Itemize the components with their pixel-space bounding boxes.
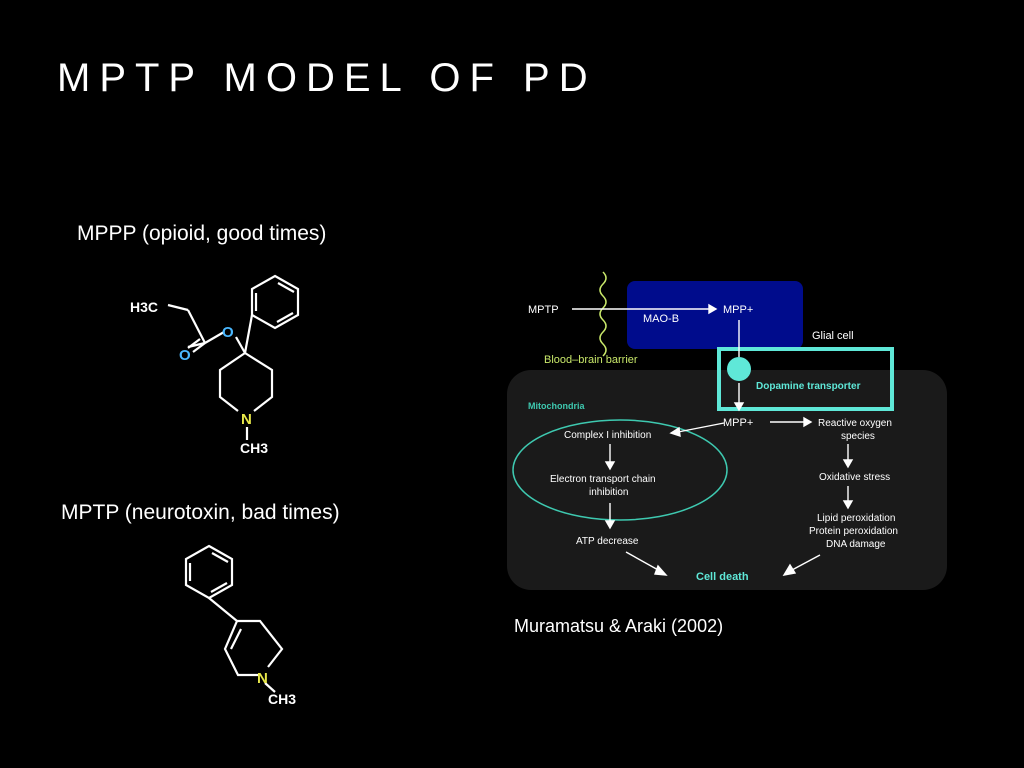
mitochondria-ellipse (512, 419, 728, 521)
node-damage-1: Lipid peroxidation (817, 513, 895, 524)
node-mpp-plus-2: MPP+ (723, 417, 753, 429)
node-mitochondria: Mitochondria (528, 401, 585, 411)
node-ros-2: species (841, 431, 875, 442)
mppp-ester-oxygen: O (222, 324, 234, 341)
mppp-carbonyl-oxygen: O (179, 347, 191, 364)
slide-title: MPTP MODEL OF PD (57, 56, 597, 100)
citation: Muramatsu & Araki (2002) (514, 616, 724, 636)
node-bbb: Blood–brain barrier (544, 354, 638, 366)
neuron-panel (507, 370, 947, 590)
mppp-methyl-group: H3C (130, 299, 158, 315)
transporter-highlight (717, 347, 894, 411)
node-glial-cell: Glial cell (812, 330, 854, 342)
mptp-nitrogen: N (257, 670, 268, 687)
node-atp: ATP decrease (576, 536, 639, 547)
node-etc-1: Electron transport chain (550, 474, 656, 485)
node-damage-2: Protein peroxidation (809, 526, 898, 537)
bbb-wave (599, 271, 607, 357)
mppp-label: MPPP (opioid, good times) (77, 222, 327, 245)
node-mpp-plus: MPP+ (723, 304, 753, 316)
transporter-circle (727, 357, 751, 381)
mppp-nitrogen: N (241, 411, 252, 428)
mptp-n-methyl: CH3 (268, 691, 296, 707)
mppp-n-methyl: CH3 (240, 440, 268, 456)
node-cell-death: Cell death (696, 571, 749, 583)
node-damage-3: DNA damage (826, 539, 886, 550)
node-mptp: MPTP (528, 304, 559, 316)
node-mao-b: MAO-B (643, 313, 679, 325)
node-ros-1: Reactive oxygen (818, 418, 892, 429)
node-dopamine-transporter: Dopamine transporter (756, 381, 861, 392)
node-etc-2: inhibition (589, 487, 628, 498)
node-oxidative-stress: Oxidative stress (819, 472, 890, 483)
glial-box (627, 281, 803, 349)
node-complex-i: Complex I inhibition (564, 430, 651, 441)
mptp-label: MPTP (neurotoxin, bad times) (61, 501, 340, 524)
